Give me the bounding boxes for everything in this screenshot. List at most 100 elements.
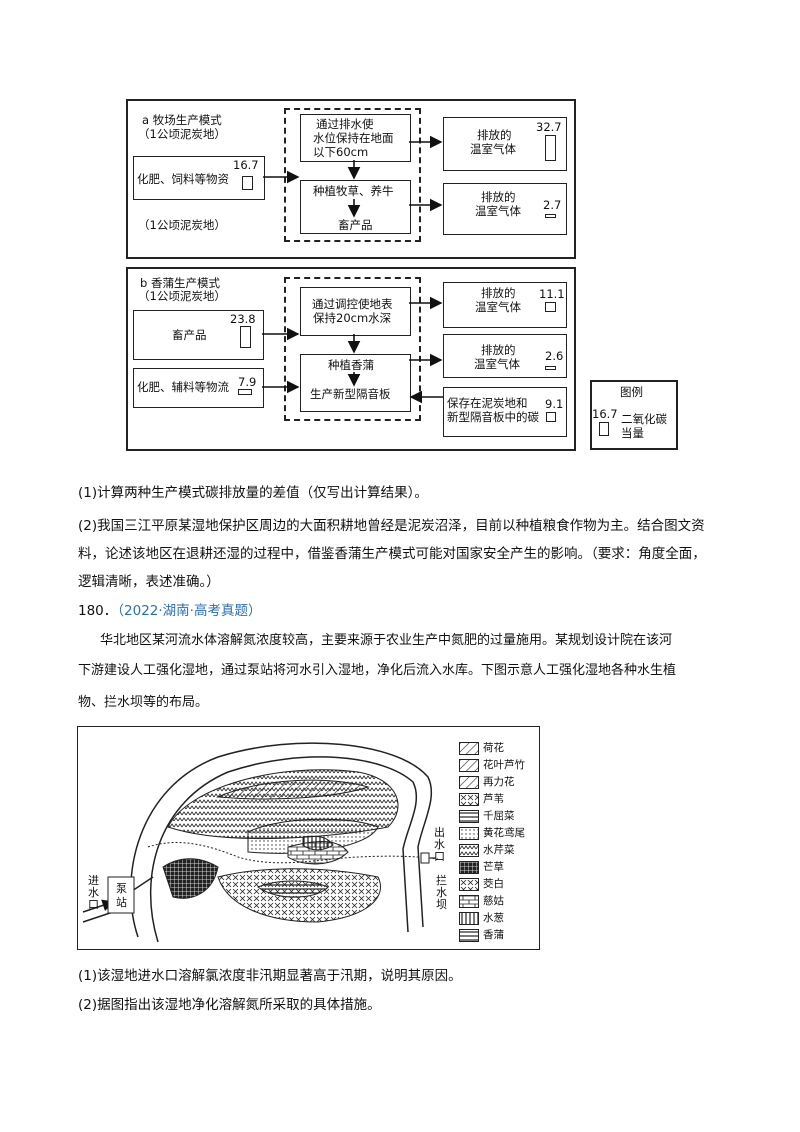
question-2-1: (1)该湿地进水口溶解氯浓度非汛期显著高于汛期，说明其原因。 — [78, 968, 462, 984]
panel-b-out3-bar — [546, 412, 556, 422]
panel-a-out2-box — [443, 183, 567, 235]
wetland-map: 进 水 口 泵 站 出 水 口 拦 水 坝 荷花 花叶芦竹 再力花 芦苇 千屈菜… — [77, 726, 540, 950]
problem-180-text-line2: 下游建设人工强化湿地，通过泵站将河水引入湿地，净化后流入水库。下图示意人工强化湿… — [78, 663, 677, 678]
panel-a-out2-value: 2.7 — [543, 198, 562, 212]
legend-thalia-label: 再力花 — [483, 776, 515, 788]
arrowhead-swatch-icon — [459, 894, 479, 908]
inlet-char-3: 口 — [88, 898, 99, 911]
panel-b-step1-line2: 保持20cm水深 — [313, 311, 392, 325]
legend-iris-label: 黄花鸢尾 — [483, 827, 525, 839]
panel-a-out1-bar — [545, 135, 556, 161]
panel-a-title: a 牧场生产模式 — [142, 113, 222, 127]
panel-a-process-frame — [284, 108, 421, 242]
legend-water-celery-label: 水芹菜 — [483, 844, 515, 856]
problem-180-text-line3: 物、拦水坝等的布局。 — [78, 695, 209, 710]
inlet-char-1: 进 — [88, 874, 99, 887]
legend-arrowhead: 慈姑 — [459, 894, 504, 910]
thalia-swatch-icon — [459, 775, 479, 789]
panel-b-subtitle: （1公顷泥炭地） — [138, 289, 226, 303]
panel-b-out2-bar — [545, 366, 556, 370]
inlet-label: 进 水 口 — [88, 875, 100, 911]
panel-b-in1-value: 23.8 — [230, 312, 256, 326]
panel-b-out1-bar — [545, 302, 556, 312]
panel-a-out2-line1: 排放的 — [481, 190, 516, 204]
outlet-label: 出 水 口 — [434, 827, 446, 863]
miscanthus-swatch-icon — [459, 860, 479, 874]
legend-lotus: 荷花 — [459, 741, 504, 757]
panel-a-out1-line1: 排放的 — [477, 128, 512, 142]
panel-a-subtitle: （1公顷泥炭地） — [138, 127, 226, 141]
panel-a-out1-value: 32.7 — [536, 120, 562, 134]
legend-reed-label: 芦苇 — [483, 793, 504, 805]
panel-b-out2-line2: 温室气体 — [474, 357, 520, 371]
wild-rice-swatch-icon — [459, 877, 479, 891]
panel-a-out2-bar — [545, 214, 556, 218]
outlet-char-1: 出 — [434, 826, 445, 839]
problem-number: 180． — [78, 603, 118, 619]
panel-b-step1-line1: 通过调控使地表 — [312, 297, 393, 311]
panel-b-out2-value: 2.6 — [545, 349, 564, 363]
legend-iris: 黄花鸢尾 — [459, 826, 525, 842]
legend-lotus-label: 荷花 — [483, 742, 504, 754]
panel-a-input-label: 化肥、饲料等物资 — [137, 172, 229, 186]
panel-b-out3-line2: 新型隔音板中的碳 — [447, 410, 539, 424]
panel-a-out2-line2: 温室气体 — [475, 204, 521, 218]
panel-b-in1-label: 畜产品 — [172, 328, 207, 342]
question-1-1: (1)计算两种生产模式碳排放量的差值（仅写出计算结果）。 — [78, 485, 428, 501]
wetland-map-drawing — [82, 742, 439, 943]
panel-a-input-bar — [242, 176, 253, 190]
panel-b-title: b 香蒲生产模式 — [140, 276, 220, 290]
panel-a-step1-line3: 以下60cm — [313, 145, 369, 159]
diagram-legend-title: 图例 — [620, 385, 643, 399]
arundo-swatch-icon — [459, 758, 479, 772]
panel-b-in2-bar — [238, 389, 252, 395]
legend-cattail-label: 香蒲 — [483, 929, 504, 941]
panel-a-step1 — [300, 114, 411, 162]
panel-a-step2-label: 种植牧草、养牛 — [313, 184, 394, 198]
panel-b-in1-bar — [240, 326, 251, 348]
panel-b-in2-value: 7.9 — [238, 375, 257, 389]
legend-cattail: 香蒲 — [459, 928, 504, 944]
legend-bulrush: 水葱 — [459, 911, 504, 927]
panel-a-step3-label: 畜产品 — [338, 218, 373, 232]
question-2-2: (2)据图指出该湿地净化溶解氮所采取的具体措施。 — [78, 997, 381, 1013]
legend-water-celery: 水芹菜 — [459, 843, 515, 859]
panel-b-out1-value: 11.1 — [539, 287, 565, 301]
panel-b-step1 — [300, 287, 411, 336]
dam-char-2: 水 — [436, 886, 447, 899]
dam-char-3: 坝 — [436, 898, 447, 911]
bulrush-swatch-icon — [459, 911, 479, 925]
lotus-swatch-icon — [459, 741, 479, 755]
question-1-2-line1: (2)我国三江平原某湿地保护区周边的大面积耕地曾经是泥炭沼泽，目前以种植粮食作物… — [78, 518, 705, 534]
outlet-char-2: 水 — [434, 838, 445, 851]
panel-b-out2-box — [443, 334, 567, 378]
pump-char-1: 泵 — [116, 882, 127, 895]
panel-a-out1-line2: 温室气体 — [470, 142, 516, 156]
outlet-char-3: 口 — [434, 850, 445, 863]
legend-reed-arundo: 花叶芦竹 — [459, 758, 525, 774]
pump-label: 泵 站 — [116, 882, 128, 910]
legend-wild-rice: 茭白 — [459, 877, 504, 893]
problem-source-link[interactable]: （2022·湖南·高考真题） — [117, 603, 262, 619]
legend-arrowhead-label: 慈姑 — [483, 895, 504, 907]
panel-b-in2-label: 化肥、辅料等物流 — [137, 380, 229, 394]
dam-label: 拦 水 坝 — [436, 875, 448, 911]
diagram-legend-label-1: 二氧化碳 — [621, 412, 667, 426]
map-legend: 荷花 花叶芦竹 再力花 芦苇 千屈菜 黄花鸢尾 水芹菜 芒草 茭白 慈姑 水葱 … — [459, 741, 537, 946]
question-1-2-line3: 逻辑清晰，表述准确。） — [78, 574, 220, 590]
loosestrife-swatch-icon — [459, 809, 479, 823]
water-celery-swatch-icon — [459, 843, 479, 857]
panel-a-input-value: 16.7 — [233, 158, 259, 172]
legend-loosestrife-label: 千屈菜 — [483, 810, 515, 822]
legend-reed: 芦苇 — [459, 792, 504, 808]
panel-b-process-frame — [284, 277, 421, 421]
diagram-legend-value: 16.7 — [592, 407, 618, 421]
iris-swatch-icon — [459, 826, 479, 840]
legend-bulrush-label: 水葱 — [483, 912, 504, 924]
diagram-legend — [590, 380, 678, 450]
legend-reed-arundo-label: 花叶芦竹 — [483, 759, 525, 771]
panel-a-bottom-note: （1公顷泥炭地） — [138, 218, 226, 232]
problem-180-header: 180．（2022·湖南·高考真题） — [78, 598, 740, 625]
legend-miscanthus-label: 芒草 — [483, 861, 504, 873]
dam-char-1: 拦 — [436, 874, 447, 887]
